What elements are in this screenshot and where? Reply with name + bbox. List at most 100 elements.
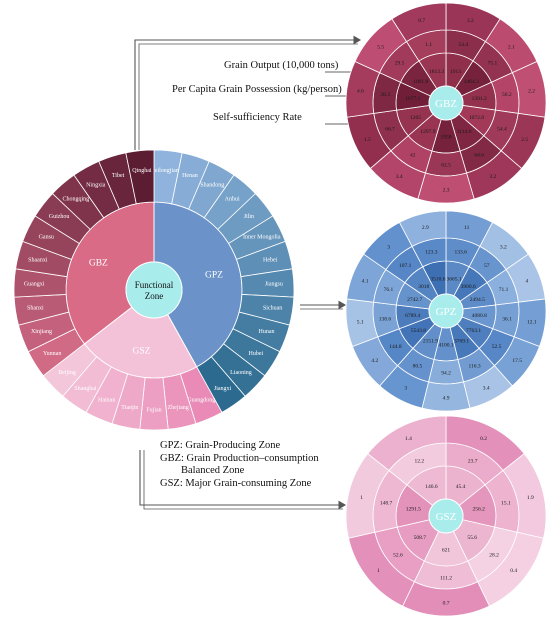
gpz-value-label: 80.5 xyxy=(413,363,423,369)
gsz-value-label: 256.2 xyxy=(472,507,485,513)
gpz-sunburst-chart: 3665.13900.62494.54080.87763.13769.14100… xyxy=(345,210,547,412)
gsz-value-label: 1 xyxy=(377,568,380,574)
gsz-value-label: 45.4 xyxy=(456,484,466,490)
gsz-value-label: 0.7 xyxy=(443,601,450,607)
gpz-value-label: 138.6 xyxy=(379,316,392,322)
gbz-value-label: 75.1 xyxy=(488,61,498,67)
province-label: Henan xyxy=(182,173,198,179)
gbz-value-label: 42 xyxy=(410,153,416,159)
gbz-value-label: 38.3 xyxy=(380,92,390,98)
gbz-value-label: 1072.8 xyxy=(469,115,484,121)
center-label: Functional xyxy=(135,280,174,290)
gsz-value-label: 15.1 xyxy=(501,500,511,506)
gpz-center-label: GPZ xyxy=(436,306,457,318)
gpz-value-label: 4080.8 xyxy=(472,313,487,319)
gpz-value-label: 3769.1 xyxy=(454,339,469,345)
gbz-center-label: GBZ xyxy=(435,98,457,110)
gbz-value-label: 2.5 xyxy=(521,137,528,143)
province-label: Hebei xyxy=(263,257,278,263)
gbz-value-label: 1464.3 xyxy=(464,79,479,85)
gpz-value-label: 123.3 xyxy=(425,249,438,255)
arrow-to-gbz xyxy=(134,35,362,150)
gbz-value-label: 2.3 xyxy=(443,188,450,194)
gbz-value-label: 1.1 xyxy=(425,42,432,48)
province-label: Shanghai xyxy=(74,386,97,392)
province-label: Jilin xyxy=(244,214,254,220)
province-segment xyxy=(125,149,155,205)
gbz-value-label: 0.7 xyxy=(418,18,425,24)
province-label: Chongqing xyxy=(62,196,89,202)
province-label: Jiangxi xyxy=(214,386,232,392)
gpz-value-label: 17.5 xyxy=(512,358,522,364)
gsz-ring-segment xyxy=(367,415,447,472)
gpz-value-label: 3.4 xyxy=(483,386,490,392)
gpz-value-label: 52.5 xyxy=(492,344,502,350)
gsz-value-label: 0.4 xyxy=(510,568,517,574)
gsz-value-label: 23.7 xyxy=(468,459,478,465)
gpz-value-label: 144.8 xyxy=(389,344,402,350)
connector-arrows xyxy=(134,35,362,510)
gsz-value-label: 12.2 xyxy=(415,459,425,465)
gpz-value-label: 133.6 xyxy=(455,249,468,255)
province-label: Xinjiang xyxy=(31,329,52,335)
gbz-value-label: 1114.6 xyxy=(457,129,472,135)
gpz-ring-segment xyxy=(398,210,447,247)
province-label: Inner Mongolia xyxy=(243,235,281,241)
province-label: Guangdong xyxy=(187,398,215,404)
gpz-center-circle xyxy=(428,293,464,329)
gpz-value-label: 4100.1 xyxy=(438,343,453,349)
gpz-value-label: 71.1 xyxy=(499,287,509,293)
gbz-value-label: 1958 xyxy=(441,135,452,141)
gbz-value-label: 3.2 xyxy=(467,18,474,24)
gpz-value-label: 3900.6 xyxy=(461,284,476,290)
gbz-value-label: 1.5 xyxy=(364,137,371,143)
gbz-value-label: 54.4 xyxy=(459,42,469,48)
province-label: Tianjin xyxy=(121,405,138,411)
gsz-value-label: 1.4 xyxy=(405,436,412,442)
gbz-sunburst-chart: 19131464.31391.21072.81114.619581297.912… xyxy=(345,2,547,204)
province-label: Tibet xyxy=(112,173,125,179)
gbz-ring-segment xyxy=(391,2,447,43)
gpz-value-label: 4.1 xyxy=(362,278,369,284)
gpz-value-label: 3665.1 xyxy=(446,276,461,282)
gbz-value-label: 3.2 xyxy=(489,174,496,180)
gpz-value-label: 3018 xyxy=(418,284,429,290)
gpz-value-label: 36.1 xyxy=(502,316,512,322)
gbz-value-label: 2.2 xyxy=(528,89,535,95)
province-label: Anhui xyxy=(225,196,240,202)
legend-gbz: GBZ: Grain Production–consumption xyxy=(160,452,319,464)
gpz-value-label: 76.1 xyxy=(384,287,394,293)
gbz-value-label: 50.2 xyxy=(502,92,512,98)
gpz-value-label: 4.2 xyxy=(371,358,378,364)
annotation-self-sufficiency: Self-sufficiency Rate xyxy=(213,112,302,123)
gpz-value-label: 3 xyxy=(404,386,407,392)
gpz-value-label: 3.2 xyxy=(500,244,507,250)
gpz-value-label: 2742.7 xyxy=(407,297,422,303)
gbz-value-label: 66.7 xyxy=(385,127,395,133)
province-label: Liaoning xyxy=(230,370,252,376)
gsz-value-label: 508.7 xyxy=(414,535,427,541)
legend-gsz: GSZ: Major Grain-consuming Zone xyxy=(160,477,312,489)
gbz-value-label: 29.5 xyxy=(395,61,405,67)
gbz-value-label: 64.6 xyxy=(474,153,484,159)
arrow-to-gsz xyxy=(139,450,347,510)
gsz-value-label: 1 xyxy=(360,495,363,501)
province-label: Heilongjiang xyxy=(150,168,181,174)
gpz-value-label: 11 xyxy=(464,225,470,231)
gsz-sunburst-chart: 45.4 256.2 55.6 621 508.7 1291.5 146.6 23.7 15.1… xyxy=(345,415,547,617)
province-label: Fujian xyxy=(146,407,161,413)
province-label: Hunan xyxy=(259,329,275,335)
gsz-value-label: 621 xyxy=(442,548,451,554)
gbz-value-label: 4.6 xyxy=(357,89,364,95)
gsz-value-label: 146.6 xyxy=(425,484,438,490)
gsz-value-label: 55.6 xyxy=(467,535,477,541)
gpz-value-label: 2151.9 xyxy=(423,339,438,345)
zone-legend: GPZ: Grain-Producing Zone GBZ: Grain Pro… xyxy=(160,440,319,490)
gsz-value-label: 1291.5 xyxy=(406,507,421,513)
province-label: Guizhou xyxy=(49,214,70,220)
gbz-center-circle xyxy=(428,85,464,121)
gbz-value-label: 1391.2 xyxy=(472,96,487,102)
gbz-value-label: 3.4 xyxy=(396,174,403,180)
province-label: Guangxi xyxy=(24,281,45,287)
gbz-value-label: 54.4 xyxy=(497,127,507,133)
